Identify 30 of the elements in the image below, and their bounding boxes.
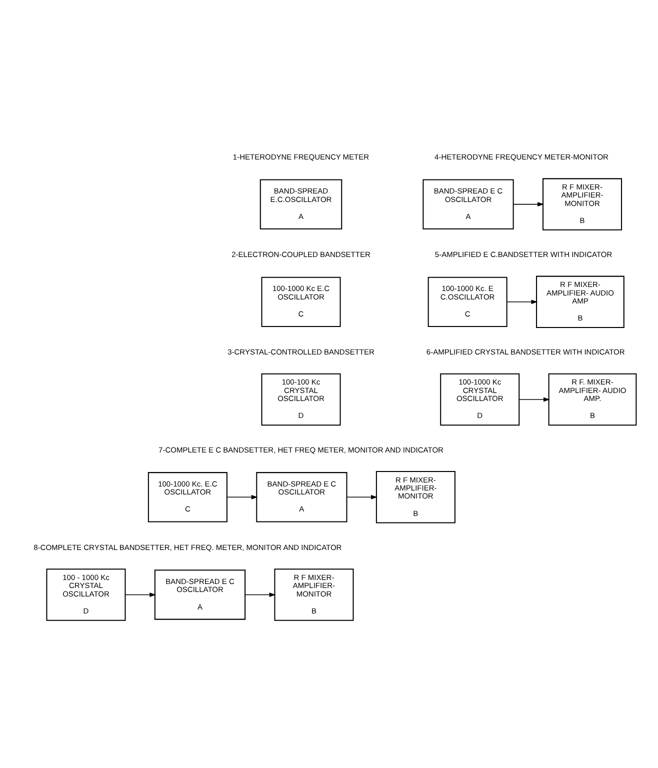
node-box: 100-1000 Kc E.C OSCILLATOR C: [261, 276, 341, 326]
label: 6-AMPLIFIED CRYSTAL BANDSETTER WITH INDICATOR: [426, 347, 625, 356]
node-box: 100-100 Kc CRYSTAL OSCILLATOR D: [261, 372, 341, 426]
arrow: [506, 299, 538, 304]
label: 7-COMPLETE E C BANDSETTER, HET FREQ METER, MONITOR AND INDICATOR: [158, 444, 444, 454]
node-box: BAND-SPREAD E C OSCILLATOR A: [154, 569, 246, 620]
label: 4-HETERODYNE FREQUENCY METER-MONITOR: [434, 152, 608, 161]
node-box: R F MIXER- AMPLIFIER- MONITOR B: [274, 568, 354, 620]
label: 1-HETERODYNE FREQUENCY METER: [232, 152, 370, 161]
node-box: R F MIXER- AMPLIFIER- MONITOR B: [542, 178, 622, 230]
node-box: BAND-SPREAD E C OSCILLATOR A: [422, 178, 514, 229]
node-box: 100-1000 Kc. E.C OSCILLATOR C: [148, 472, 228, 522]
node-box: 100-1000 Kc CRYSTAL OSCILLATOR D: [440, 372, 520, 426]
label: 3-CRYSTAL-CONTROLLED BANDSETTER: [228, 347, 374, 356]
node-box: R F MIXER- AMPLIFIER- AUDIO AMP B: [536, 275, 624, 328]
arrow: [513, 202, 544, 206]
arrow: [226, 494, 258, 499]
label: 2-ELECTRON-COUPLED BANDSETTER: [232, 250, 370, 259]
arrow: [518, 396, 550, 402]
label: 5-AMPLIFIED E C.BANDSETTER WITH INDICATOR: [434, 250, 612, 259]
node-box: 100 - 1000 Kc CRYSTAL OSCILLATOR D: [46, 568, 126, 620]
node-box: BAND-SPREAD E C OSCILLATOR A: [256, 472, 348, 522]
arrow: [244, 592, 276, 596]
node-box: R F. MIXER- AMPLIFIER- AUDIO AMP. B: [548, 372, 637, 426]
node-box: BAND-SPREAD E.C.OSCILLATOR A: [260, 178, 342, 229]
arrow: [124, 592, 156, 596]
arrow: [346, 494, 378, 499]
label: 8-COMPLETE CRYSTAL BANDSETTER, HET FREQ. METER, MONITOR AND INDICATOR: [34, 542, 342, 552]
node-box: 100-1000 Kc. E C.OSCILLATOR C: [428, 276, 508, 326]
node-box: R F MIXER- AMPLIFIER- MONITOR B: [376, 470, 456, 523]
